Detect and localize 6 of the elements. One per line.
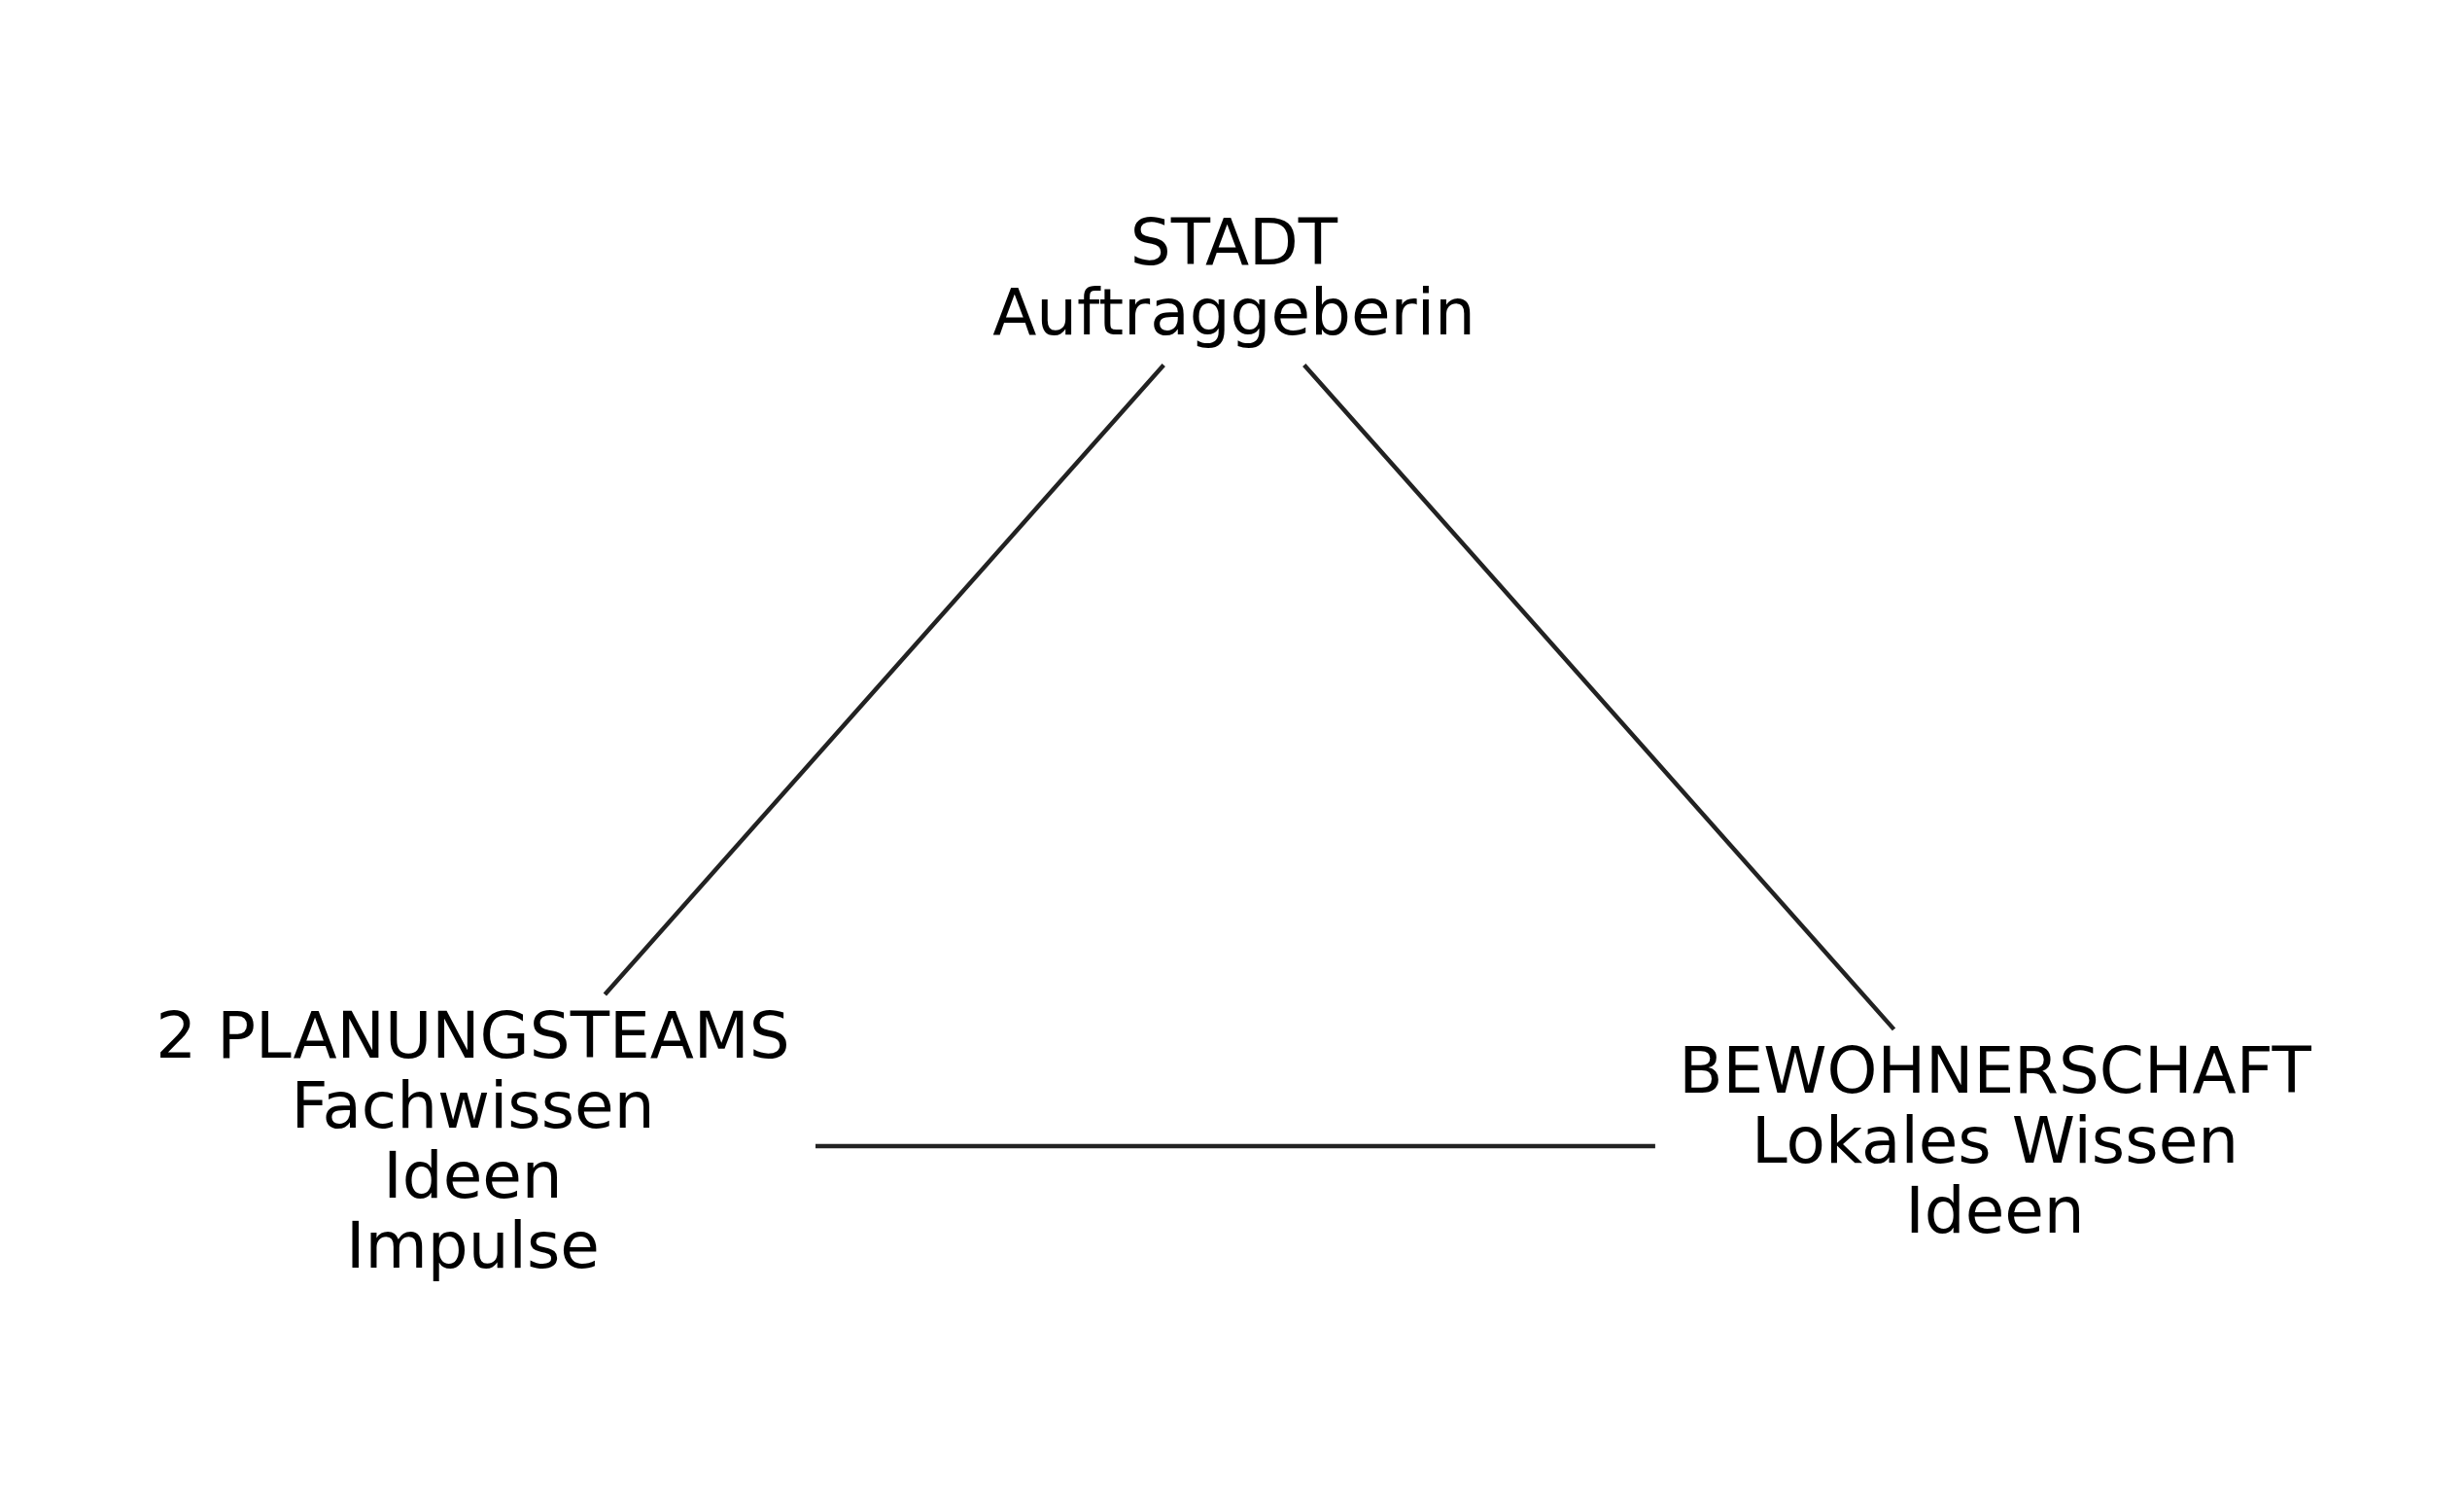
connector [603,363,1165,996]
connector [815,1143,1655,1149]
node-text: 2 PLANUNGSTEAMS Fachwissen Ideen Impulse [155,997,790,1283]
connector [1301,363,1895,1031]
node-text: STADT Auftraggeberin [991,204,1475,350]
node-text: BEWOHNERSCHAFT Lokales Wissen Ideen [1678,1032,2311,1248]
